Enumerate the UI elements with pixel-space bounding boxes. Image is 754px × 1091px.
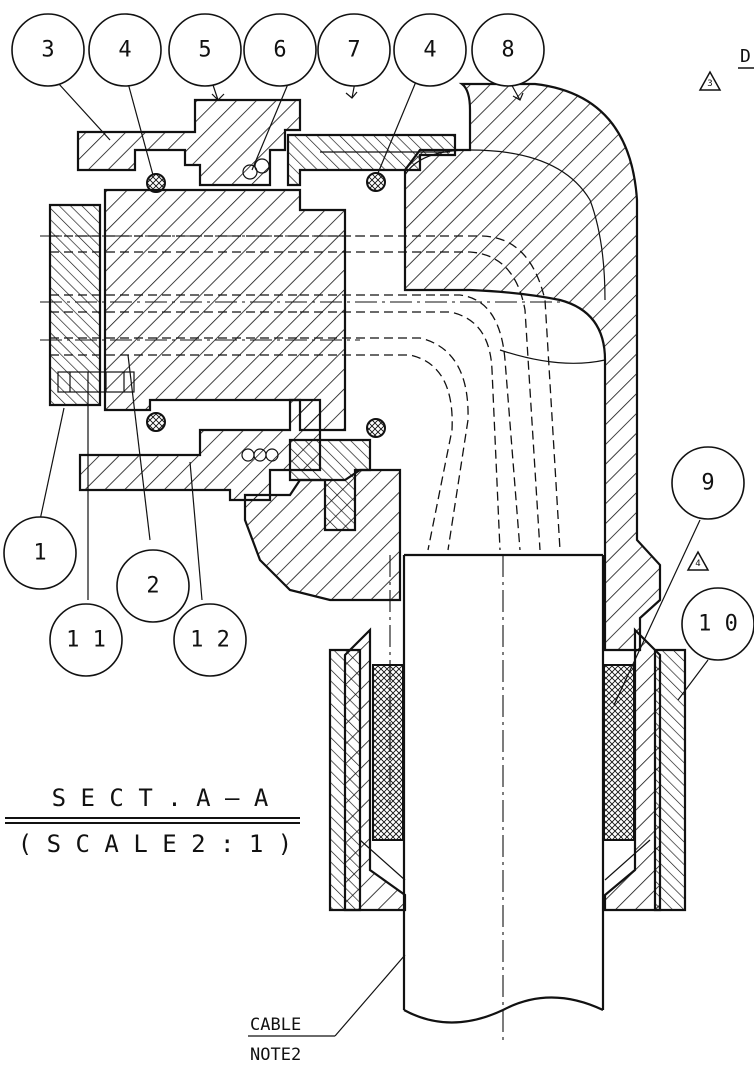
balloon-text-6: 6 <box>273 38 286 63</box>
section-title-block: S E C T . A — A ( S C A L E 2 : 1 ) <box>5 784 300 858</box>
insert-body <box>48 188 347 432</box>
grommet-right <box>603 664 635 841</box>
revision-text-3: 3 <box>707 79 712 89</box>
balloon-12: 1 2 <box>173 603 247 677</box>
balloon-text-8: 8 <box>501 38 514 63</box>
revision-text-4: 4 <box>695 559 700 569</box>
note-label: NOTE2 <box>250 1045 301 1065</box>
balloon-text-7: 7 <box>347 38 360 63</box>
header-fragment: D <box>740 46 751 67</box>
partial-header: D <box>738 46 754 69</box>
balloon-text-3: 3 <box>41 38 54 63</box>
balloon-3: 3 <box>11 13 85 87</box>
cable-label: CABLE <box>250 1015 301 1035</box>
revision-triangle-4: 4 <box>686 550 710 571</box>
balloon-text-4: 4 <box>118 38 131 63</box>
balloon-text-1: 1 <box>33 541 46 566</box>
balloon-text-10: 1 0 <box>698 612 738 637</box>
section-title: S E C T . A — A <box>52 784 269 812</box>
balloon-10: 1 0 <box>681 587 754 661</box>
balloon-text-9: 9 <box>701 471 714 496</box>
balloon-1: 1 <box>3 516 77 590</box>
contacts <box>40 235 561 551</box>
balloon-7: 7 <box>317 13 391 87</box>
balloon-11: 1 1 <box>49 603 123 677</box>
balloon-4: 4 <box>88 13 162 87</box>
balloon-8: 8 <box>471 13 545 87</box>
balloon-9: 9 <box>671 446 745 520</box>
balloon-text-5: 5 <box>198 38 211 63</box>
balloon-text-4b: 4 <box>423 38 436 63</box>
cable <box>389 553 605 1040</box>
spring <box>241 158 279 462</box>
leader-lines <box>39 71 709 1037</box>
lower-flange <box>243 468 402 602</box>
revision-triangle-3: 3 <box>698 70 722 91</box>
balloon-text-12: 1 2 <box>190 628 230 653</box>
cable-gland <box>328 627 687 912</box>
elbow-housing <box>403 82 662 652</box>
locking-pin-11 <box>57 371 135 393</box>
cable-note: CABLE NOTE2 <box>250 1015 301 1065</box>
o-rings <box>146 172 386 438</box>
balloon-text-11: 1 1 <box>66 628 106 653</box>
scale-note: ( S C A L E 2 : 1 ) <box>18 830 293 858</box>
balloon-5: 5 <box>168 13 242 87</box>
balloon-4-second: 4 <box>393 13 467 87</box>
balloon-6: 6 <box>243 13 317 87</box>
balloon-text-2: 2 <box>146 574 159 599</box>
balloon-2: 2 <box>116 549 190 623</box>
grommet-left <box>372 664 404 841</box>
